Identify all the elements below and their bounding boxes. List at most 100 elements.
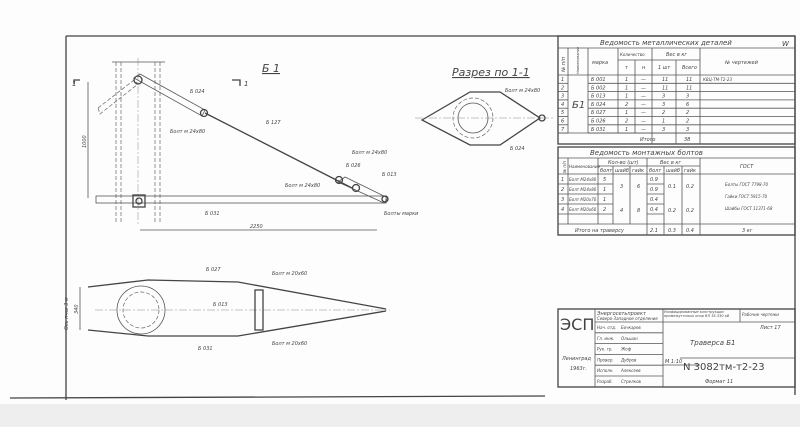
label-part-top: Б 024 (190, 89, 205, 95)
header-qty-n: н (642, 65, 646, 71)
bh-w-nut: гайк (684, 168, 696, 174)
frame-bottom (9, 395, 546, 399)
org-dept: Северо-Западное отделение (597, 316, 658, 321)
row-brand: Б 026 (591, 119, 606, 125)
metal-parts-table: Ведомость металлических деталей W № п/п … (557, 35, 796, 145)
row-qty-t: 1 (625, 77, 628, 83)
gost-1: Болты ГОСТ 7798-70 (725, 182, 769, 187)
row-brand: Б 002 (591, 85, 606, 91)
bolt-icon (199, 108, 209, 118)
header-qty-t: т (625, 65, 629, 71)
row-total-weight: 11 (686, 85, 692, 91)
role-label: Рук. гр. (597, 347, 613, 352)
scan-margin (0, 404, 800, 427)
row-total-weight: 3 (686, 94, 689, 100)
bolt-icon (133, 75, 143, 85)
row-qty-n: — (641, 110, 646, 116)
bh-bolt: болт (600, 168, 613, 174)
row-total-weight: 3 (686, 127, 689, 133)
bolt-row-name: Болт М20х60 (569, 207, 597, 212)
drawing-name: Траверса Б1 (690, 339, 736, 347)
bolt-icon (381, 195, 389, 203)
bolt-row-weight: 0.4 (650, 197, 658, 203)
label-rod: Б 127 (266, 120, 281, 126)
role-label: Гл. инж. (597, 336, 614, 341)
bolt-row-name: Болт М20х70 (569, 197, 597, 202)
bh-w-bolt: болт (649, 168, 662, 174)
bolt-row-qty: 2 (603, 207, 606, 213)
signature-name: Стрелков (621, 379, 642, 384)
bolt-row-name: Болт М24х80 (569, 187, 597, 192)
row-brand: Б 013 (591, 94, 606, 100)
bolt-icon (538, 114, 546, 122)
bh-weight: Вес в кг (660, 160, 681, 166)
bolt-total-label: Итого на траверсу (575, 228, 625, 234)
role-label: Исполн. (597, 368, 614, 373)
row-brand: Б 031 (591, 127, 606, 133)
plan-side-note: Ось п-ки 3 м (64, 297, 70, 330)
bolt-row-num: 4 (561, 207, 564, 213)
bolt-total-4: 3 кг (742, 228, 753, 234)
row-qty-n: — (641, 94, 646, 100)
bolt-row-num: 1 (561, 177, 564, 183)
tie-rod (204, 112, 353, 189)
signature-name: Ольшан (621, 336, 638, 341)
label-part-end-2: Б 013 (382, 172, 397, 178)
header-weight-total: Всего (682, 65, 697, 71)
row-qty-t: 2 (625, 102, 628, 108)
plan-crossbar (254, 289, 264, 331)
bolt-row-num: 2 (561, 187, 564, 193)
row-total-weight: 11 (686, 77, 692, 83)
row-unit-weight: 1 (662, 119, 665, 125)
header-weight: Вес в кг (666, 52, 687, 58)
row-num: 4 (561, 102, 564, 108)
w-nuts-2: 0.2 (686, 208, 694, 214)
section-outline (420, 91, 542, 146)
total-label: Итого (640, 137, 655, 143)
row-num: 2 (561, 85, 564, 91)
sheet-label: Лист 17 (759, 325, 781, 331)
row-total-weight: 2 (686, 119, 689, 125)
signature-name: Бочкарев (621, 325, 641, 330)
signature-name: Дубров (620, 357, 637, 362)
role-label: Разраб. (597, 379, 613, 384)
dim-vertical: 1000 (82, 135, 88, 148)
row-qty-n: — (641, 127, 646, 133)
org-name: Энергосетьпроект (596, 311, 647, 317)
group-name: Б1 (572, 100, 585, 111)
stage: Рабочие чертежи (742, 312, 779, 317)
section-bolt-label: Болт м 24х80 (505, 88, 540, 94)
row-unit-weight: 3 (662, 102, 665, 108)
plan-label-middle: Б 013 (213, 302, 228, 308)
section-mark-right: 1 (244, 80, 248, 88)
header-qty: Количество (620, 52, 645, 57)
bolt-total-2: 0.3 (668, 228, 676, 234)
bolt-total-3: 0.4 (686, 228, 694, 234)
strut-upper-part (133, 73, 206, 117)
row-unit-weight: 3 (662, 94, 665, 100)
section-title: Разрез по 1-1 (452, 66, 530, 79)
project-name: Унифицированные конструкции промежуточны… (664, 310, 730, 319)
plan-bolt-bottom: Болт м 20х60 (272, 341, 307, 347)
bh-num: № п/п (562, 161, 567, 174)
project-name-box: Унифицированные конструкции промежуточны… (664, 310, 730, 319)
nuts-1: 6 (637, 184, 640, 190)
row-drawing: КВЦ-ТМ-Т2-23 (703, 77, 732, 82)
label-part-end-1: Б 026 (346, 163, 361, 169)
washers-2: 4 (620, 208, 623, 214)
row-brand: Б 024 (591, 102, 606, 108)
bolt-icon (351, 183, 361, 193)
logo-esp: ЭСП (560, 315, 594, 334)
row-num: 6 (561, 119, 564, 125)
row-total-weight: 6 (686, 102, 689, 108)
format: Формат 11 (705, 379, 733, 385)
row-num: 5 (561, 110, 564, 116)
plan-dim: 340 (74, 304, 80, 314)
gost-2: Гайки ГОСТ 5915-70 (725, 194, 768, 199)
row-qty-n: — (641, 102, 646, 108)
bolt-row-weight: 0.4 (650, 207, 658, 213)
label-beam: Б 031 (205, 211, 220, 217)
header-name: Наименование (576, 47, 580, 74)
metal-table-mark: W (782, 40, 790, 48)
washers-1: 3 (620, 184, 623, 190)
